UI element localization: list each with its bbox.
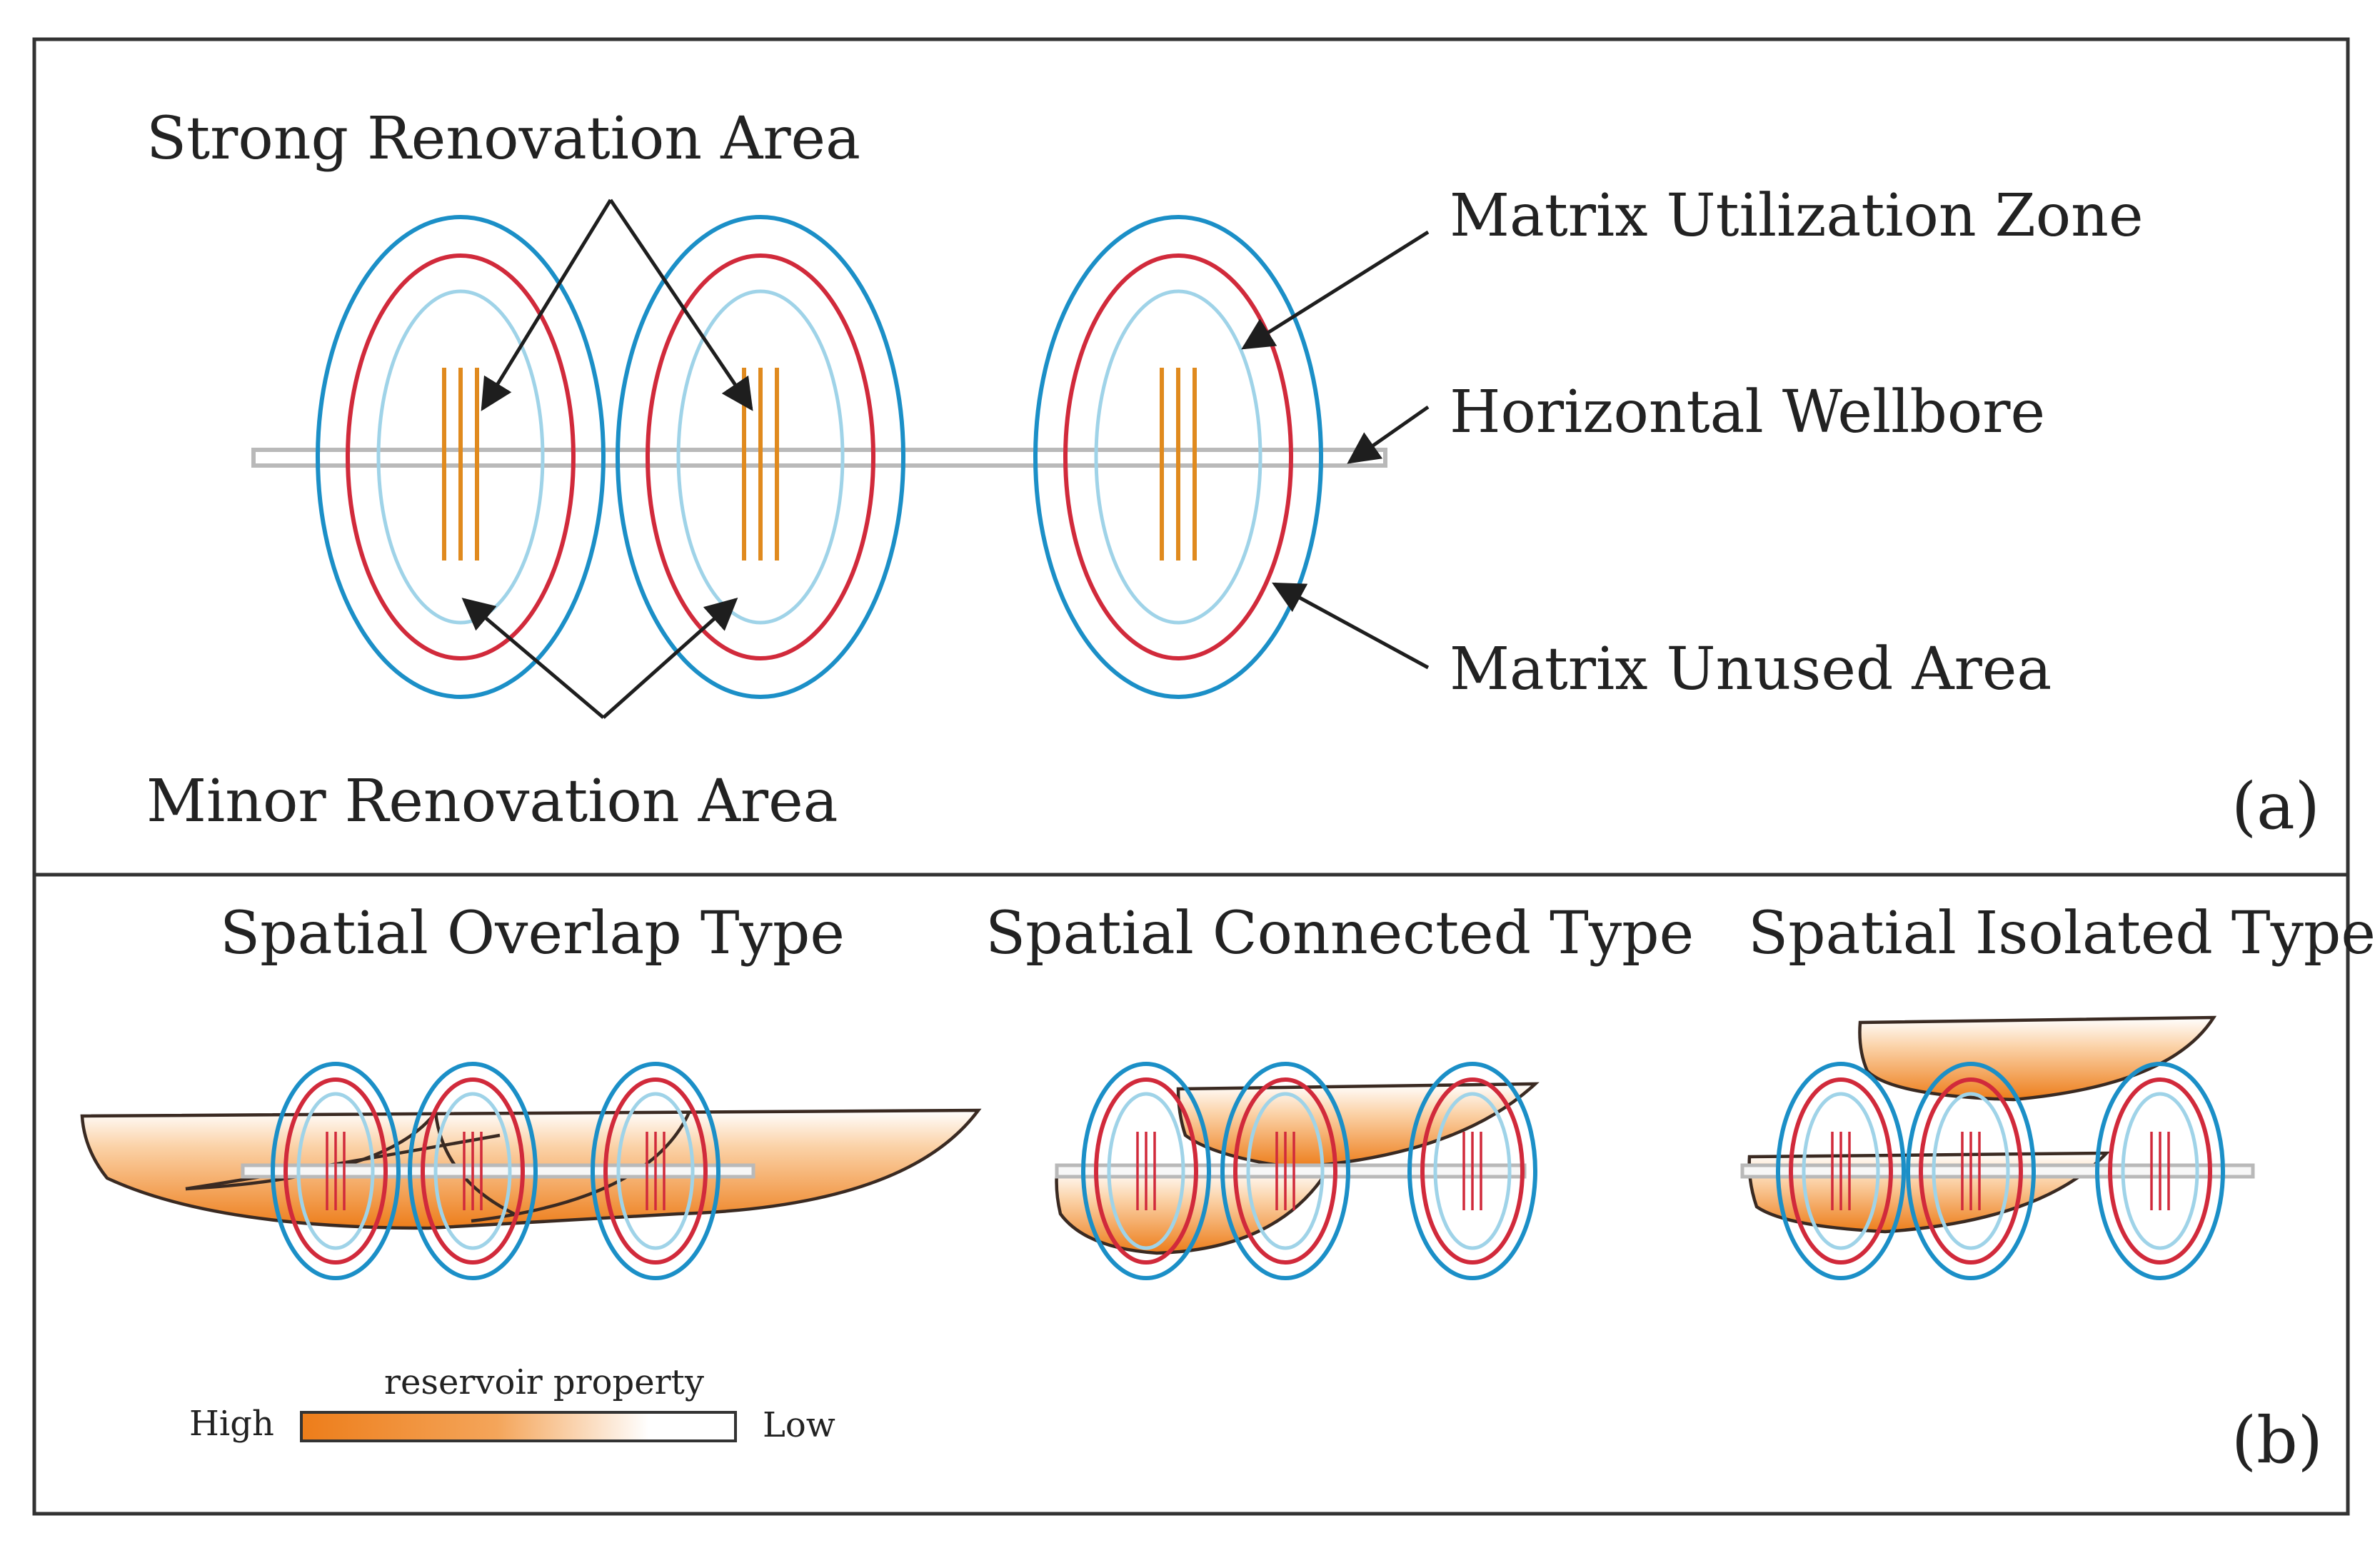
reservoir-lens-upper xyxy=(1858,1015,2217,1102)
fracture-cluster-1 xyxy=(316,215,606,699)
middle-ring xyxy=(603,1077,708,1265)
fracture-cluster xyxy=(408,1062,538,1280)
inner-ring xyxy=(1107,1092,1185,1250)
horizontal-wellbore xyxy=(1055,1163,1527,1179)
legend-low-label: Low xyxy=(763,1405,835,1445)
overlap-type-sketch xyxy=(80,1062,982,1280)
panel-b-tag: (b) xyxy=(2231,1403,2323,1478)
horizontal-wellbore xyxy=(241,1163,755,1179)
fracture-cluster xyxy=(1776,1062,1906,1280)
renovation-boundary-3 xyxy=(1094,289,1262,625)
middle-ring xyxy=(1233,1077,1337,1265)
matrix-unused-boundary-3 xyxy=(1033,215,1323,699)
panel-a: Strong Renovation Area Minor Renovation … xyxy=(146,105,2320,844)
outer-ring xyxy=(1776,1062,1906,1280)
outer-ring xyxy=(1220,1062,1350,1280)
matrix-unused-boundary-1 xyxy=(316,215,606,699)
outer-ring xyxy=(1081,1062,1211,1280)
outer-ring xyxy=(1407,1062,1537,1280)
horizontal-wellbore-label: Horizontal Wellbore xyxy=(1450,378,2045,446)
overlap-type-title: Spatial Overlap Type xyxy=(220,900,845,967)
panel-a-tag: (a) xyxy=(2231,769,2320,844)
renovation-boundary-2 xyxy=(676,289,845,625)
panel-b: Spatial Overlap Type Spatial Connected T… xyxy=(80,900,2376,1478)
horizontal-wellbore xyxy=(251,448,1387,468)
strong-renovation-arrow-right xyxy=(608,198,753,411)
connected-type-title: Spatial Connected Type xyxy=(985,900,1694,967)
middle-ring xyxy=(1094,1077,1198,1265)
strong-renovation-arrow-left xyxy=(481,198,613,411)
isolated-type-title: Spatial Isolated Type xyxy=(1748,900,2376,967)
figure-frame xyxy=(32,37,2350,1516)
matrix-utilization-boundary-2 xyxy=(646,253,875,660)
matrix-unused-boundary-2 xyxy=(616,215,905,699)
horizontal-wellbore-arrow xyxy=(1347,405,1430,464)
strong-renovation-label: Strong Renovation Area xyxy=(146,105,860,173)
inner-ring xyxy=(2121,1092,2199,1250)
legend-high-label: High xyxy=(189,1404,274,1444)
inner-ring xyxy=(433,1092,512,1250)
legend-title: reservoir property xyxy=(384,1362,704,1402)
renovation-boundary-1 xyxy=(376,289,545,625)
middle-ring xyxy=(1420,1077,1525,1265)
outer-ring xyxy=(1906,1062,2036,1280)
outer-ring xyxy=(2095,1062,2225,1280)
middle-ring xyxy=(1919,1077,2023,1265)
matrix-utilization-boundary-1 xyxy=(346,253,576,660)
isolated-type-sketch xyxy=(1740,1015,2255,1280)
fracture-cluster xyxy=(1906,1062,2036,1280)
matrix-utilization-label: Matrix Utilization Zone xyxy=(1450,182,2143,250)
minor-renovation-arrow-right xyxy=(602,598,738,719)
inner-ring xyxy=(1802,1092,1880,1250)
minor-renovation-arrow-left xyxy=(461,598,605,719)
fracture-cluster xyxy=(591,1062,720,1280)
fracture-cluster xyxy=(1220,1062,1350,1280)
matrix-unused-arrow xyxy=(1272,582,1430,670)
inner-ring xyxy=(1932,1092,2010,1250)
middle-ring xyxy=(2108,1077,2212,1265)
connected-type-sketch xyxy=(1055,1062,1540,1280)
matrix-unused-label: Matrix Unused Area xyxy=(1450,635,2052,703)
inner-ring xyxy=(1246,1092,1325,1250)
fracture-cluster xyxy=(1407,1062,1537,1280)
inner-ring xyxy=(296,1092,375,1250)
fracture-cluster xyxy=(2095,1062,2225,1280)
fracture-cluster xyxy=(1081,1062,1211,1280)
legend-color-bar xyxy=(300,1411,737,1442)
middle-ring xyxy=(1789,1077,1893,1265)
fracture-cluster-3 xyxy=(1033,215,1323,699)
minor-renovation-label: Minor Renovation Area xyxy=(146,768,838,835)
reservoir-property-legend: reservoir property High Low xyxy=(189,1362,835,1445)
fracture-cluster xyxy=(271,1062,401,1280)
horizontal-wellbore xyxy=(1740,1163,2255,1179)
middle-ring xyxy=(421,1077,525,1265)
outer-ring xyxy=(271,1062,401,1280)
inner-ring xyxy=(1433,1092,1512,1250)
matrix-utilization-boundary-3 xyxy=(1063,253,1293,660)
outer-ring xyxy=(591,1062,720,1280)
matrix-utilization-arrow xyxy=(1241,230,1430,350)
inner-ring xyxy=(616,1092,695,1250)
outer-ring xyxy=(408,1062,538,1280)
middle-ring xyxy=(283,1077,388,1265)
